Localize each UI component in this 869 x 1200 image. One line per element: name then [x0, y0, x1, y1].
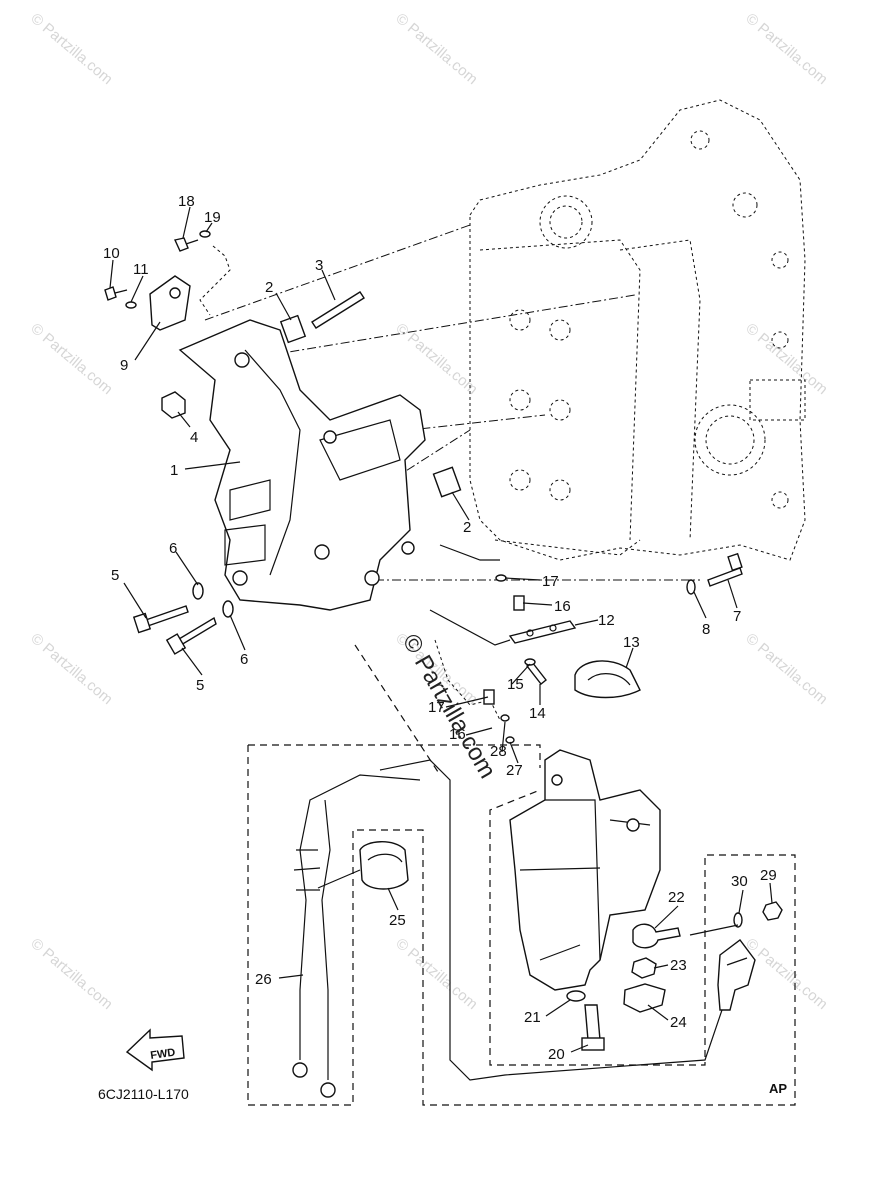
watermark: © Partzilla.com — [27, 320, 115, 398]
callout-10: 10 — [103, 245, 120, 262]
watermark: © Partzilla.com — [742, 10, 830, 88]
callout-25: 25 — [389, 912, 406, 929]
leader-lines — [109, 206, 773, 1053]
callout-9: 9 — [120, 357, 128, 374]
diagram-code: 6CJ2110-L170 — [98, 1086, 189, 1102]
callout-8: 8 — [702, 621, 710, 638]
callout-5: 5 — [111, 567, 119, 584]
callout-14: 14 — [529, 705, 546, 722]
starter-motor — [509, 749, 681, 1051]
callout-21: 21 — [524, 1009, 541, 1026]
watermark: © Partzilla.com — [742, 630, 830, 708]
callout-2: 2 — [463, 519, 471, 536]
callout-5: 5 — [196, 677, 204, 694]
callout-16: 16 — [449, 726, 466, 743]
callout-11: 11 — [133, 261, 149, 278]
callout-2: 2 — [265, 279, 273, 296]
callout-28: 28 — [490, 743, 507, 760]
wire-harness — [292, 774, 421, 1098]
callout-24: 24 — [670, 1014, 687, 1031]
callout-29: 29 — [760, 867, 777, 884]
fwd-label: FWD — [150, 1047, 177, 1062]
callout-30: 30 — [731, 873, 748, 890]
callouts: 1 2 2 3 4 5 5 6 6 7 8 9 10 11 12 13 14 1… — [103, 193, 777, 1063]
callout-17: 17 — [542, 573, 559, 590]
callout-18: 18 — [178, 193, 195, 210]
watermark: © Partzilla.com — [392, 935, 480, 1013]
ap-connector — [379, 759, 783, 1081]
engine-block — [469, 99, 806, 561]
watermarks: © Partzilla.com © Partzilla.com © Partzi… — [27, 10, 830, 1013]
callout-22: 22 — [668, 889, 685, 906]
watermark: © Partzilla.com — [27, 630, 115, 708]
ap-label: AP — [769, 1081, 787, 1096]
partzilla-stamp: © Partzilla.com — [397, 630, 501, 784]
callout-4: 4 — [190, 429, 198, 446]
callout-1: 1 — [170, 462, 178, 479]
callout-6: 6 — [169, 540, 177, 557]
callout-23: 23 — [670, 957, 687, 974]
callout-15: 15 — [507, 676, 524, 693]
callout-26: 26 — [255, 971, 272, 988]
fwd-arrow-icon: FWD — [125, 1028, 185, 1072]
watermark: © Partzilla.com — [27, 935, 115, 1013]
callout-27: 27 — [506, 762, 523, 779]
small-parts — [104, 230, 743, 744]
watermark: © Partzilla.com — [742, 935, 830, 1013]
watermark: © Partzilla.com — [27, 10, 115, 88]
watermark: © Partzilla.com — [392, 320, 480, 398]
callout-7: 7 — [733, 608, 741, 625]
callout-16: 16 — [554, 598, 571, 615]
watermark: © Partzilla.com — [742, 320, 830, 398]
callout-12: 12 — [598, 612, 615, 629]
callout-20: 20 — [548, 1046, 565, 1063]
lower-enclosures — [247, 644, 796, 1106]
callout-13: 13 — [623, 634, 640, 651]
bracket-part-1 — [178, 319, 426, 611]
callout-3: 3 — [315, 257, 323, 274]
callout-19: 19 — [204, 209, 221, 226]
callout-6: 6 — [240, 651, 248, 668]
callout-17: 17 — [428, 699, 445, 716]
watermark: © Partzilla.com — [392, 10, 480, 88]
